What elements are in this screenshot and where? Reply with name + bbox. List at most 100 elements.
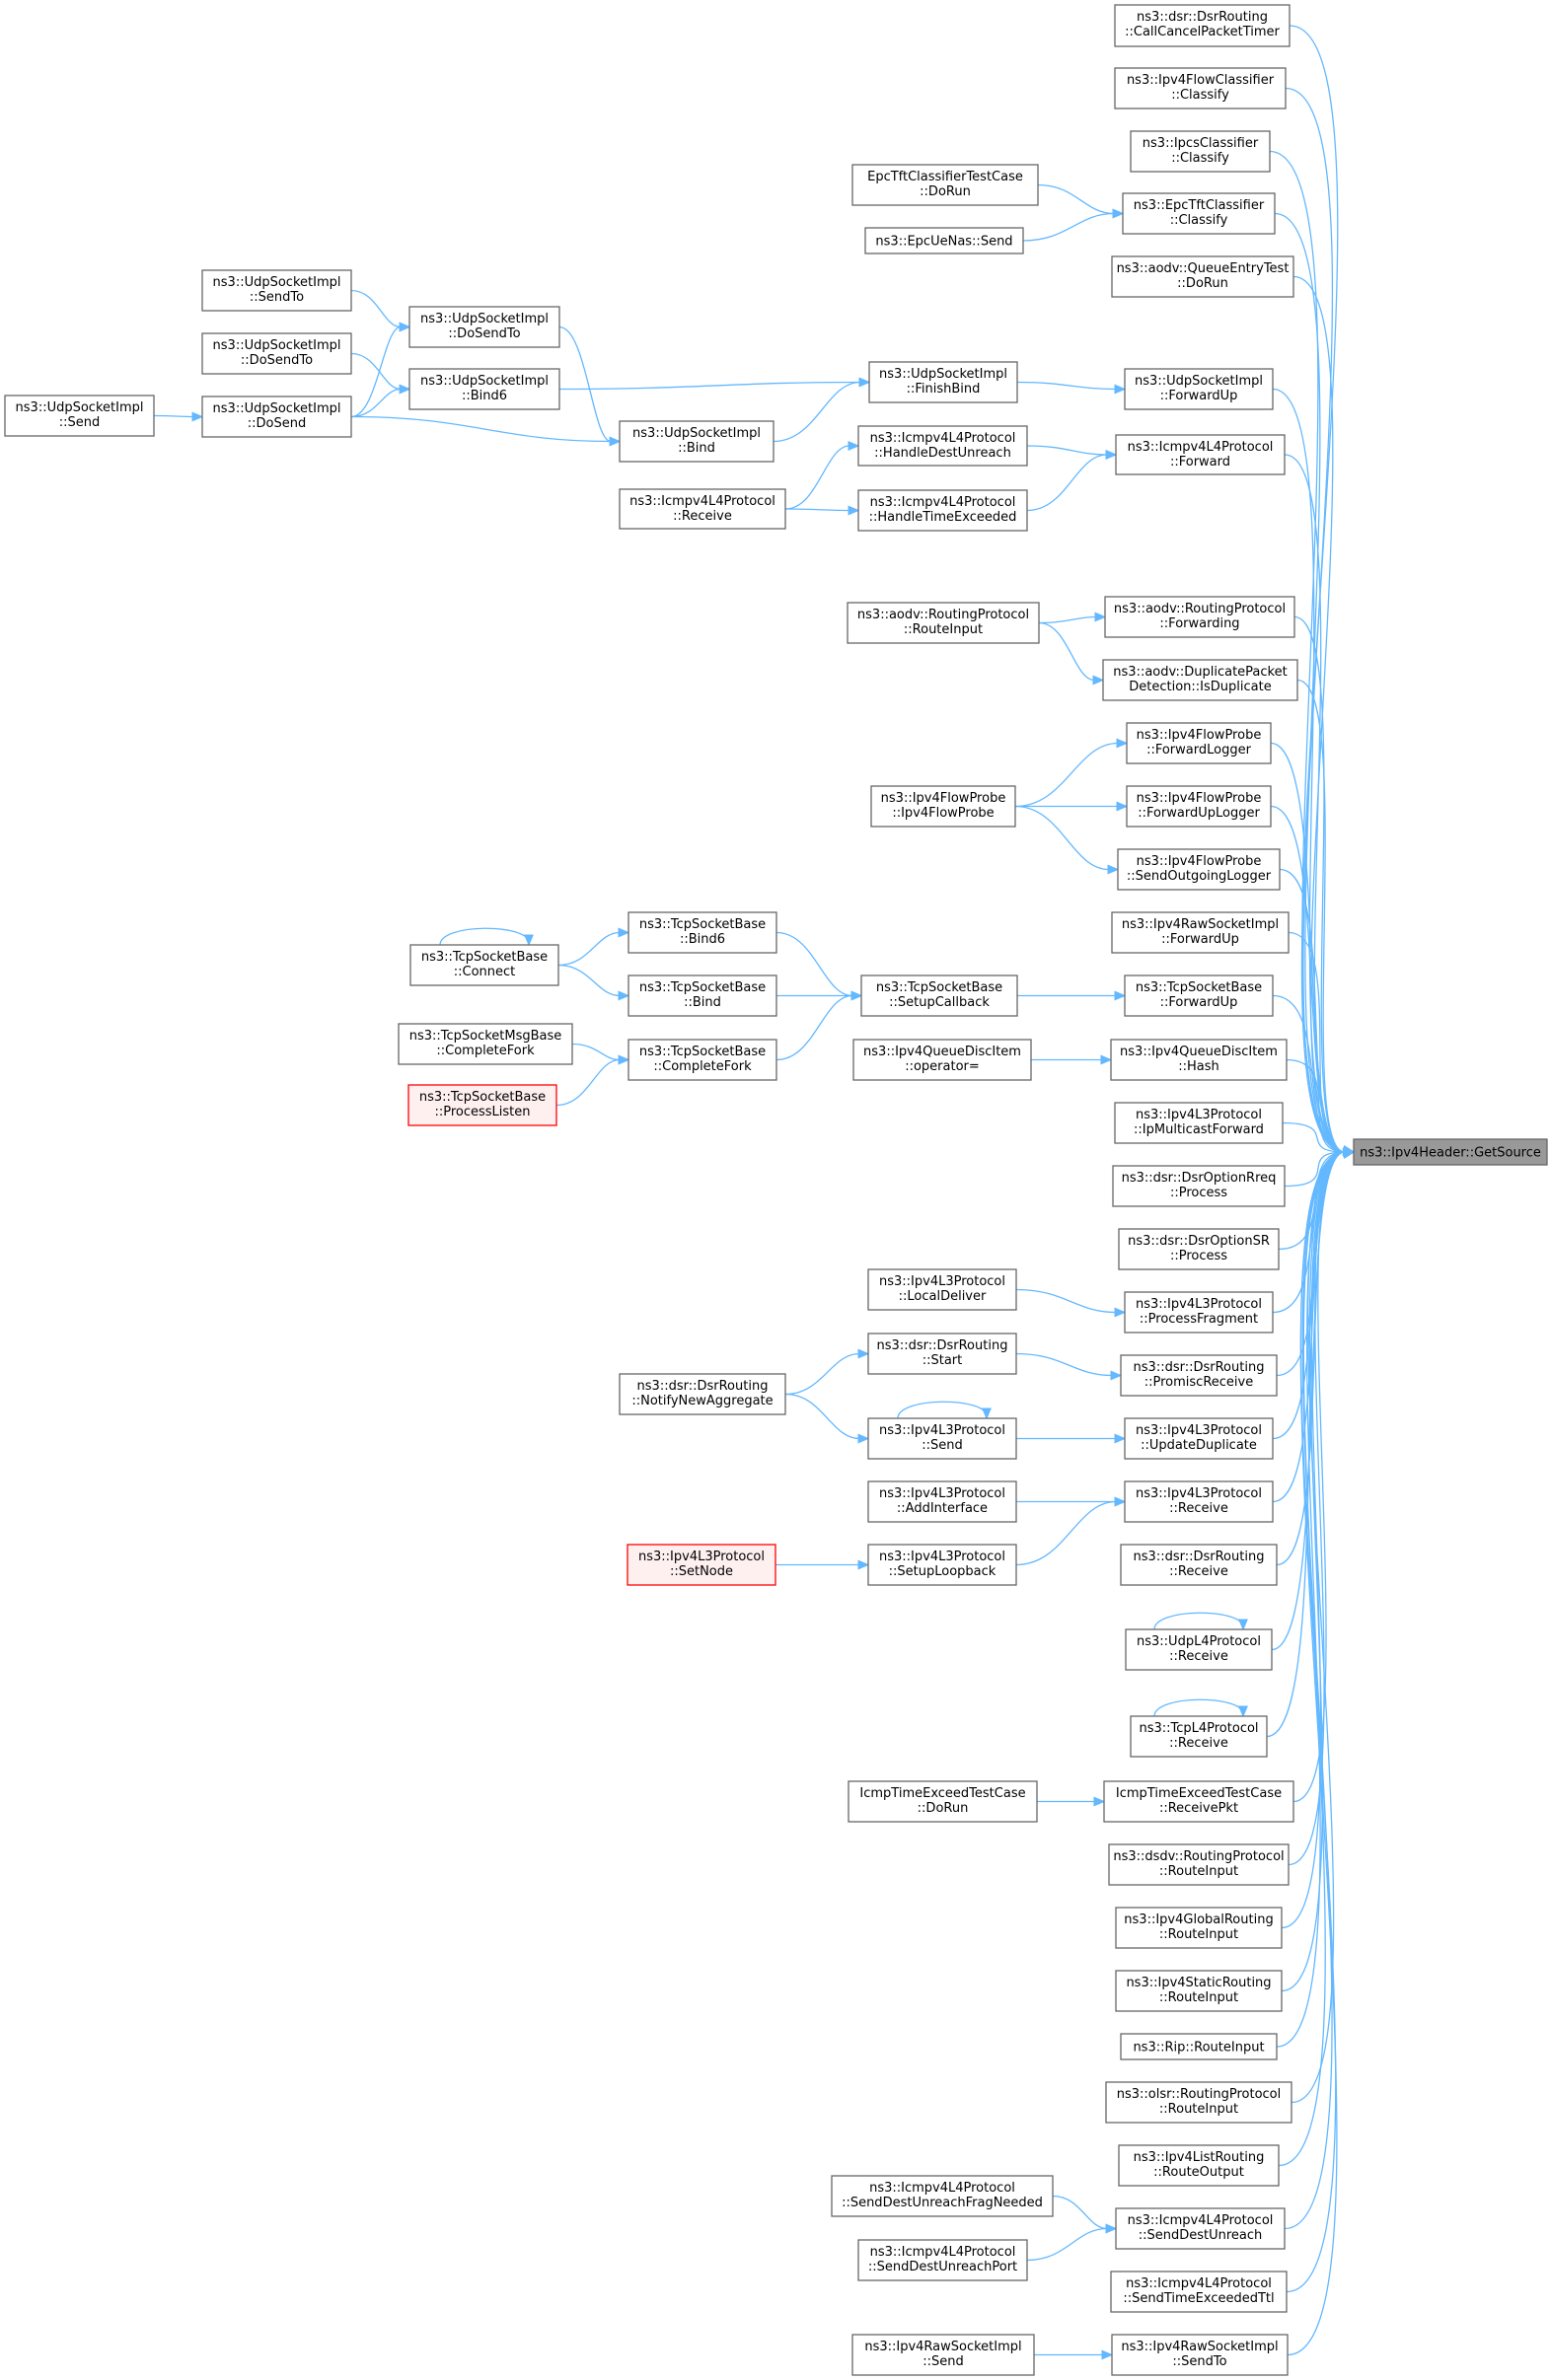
node-ipv4header-getsource[interactable]: ns3::Ipv4Header::GetSource	[1353, 1138, 1548, 1166]
node-box	[1102, 659, 1298, 701]
node-udpsocketimpl-forwardup[interactable]: ns3::UdpSocketImpl::ForwardUp	[1124, 368, 1274, 410]
node-box	[867, 1333, 1017, 1375]
node-dsr-dsroptionrreq-process[interactable]: ns3::dsr::DsrOptionRreq::Process	[1112, 1165, 1286, 1207]
node-icmptimeexceedtestcase-receivepkt[interactable]: IcmpTimeExceedTestCase::ReceivePkt	[1103, 1780, 1294, 1823]
node-aodv-routingprotocol-routeinput[interactable]: ns3::aodv::RoutingProtocol::RouteInput	[847, 602, 1040, 644]
node-tcpl4protocol-receive[interactable]: ns3::TcpL4Protocol::Receive	[1130, 1715, 1268, 1758]
node-box	[857, 425, 1028, 467]
node-ipv4rawsocketimpl-send[interactable]: ns3::Ipv4RawSocketImpl::Send	[851, 2334, 1035, 2376]
node-dsr-dsrrouting-receive[interactable]: ns3::dsr::DsrRouting::Receive	[1120, 1544, 1278, 1586]
node-label-line: ns3::aodv::DuplicatePacket	[1113, 665, 1287, 680]
node-icmpv4l4protocol-senddestunreachfragneeded[interactable]: ns3::Icmpv4L4Protocol::SendDestUnreachFr…	[831, 2175, 1054, 2217]
node-icmpv4l4protocol-forward[interactable]: ns3::Icmpv4L4Protocol::Forward	[1115, 434, 1286, 475]
node-ipv4globalrouting-routeinput[interactable]: ns3::Ipv4GlobalRouting::RouteInput	[1115, 1907, 1283, 1949]
node-ipv4queuediscitem-operator[interactable]: ns3::Ipv4QueueDiscItem::operator=	[852, 1039, 1032, 1081]
node-dsr-dsrrouting-callcancelpackettimer[interactable]: ns3::dsr::DsrRouting::CallCancelPacketTi…	[1114, 4, 1291, 47]
node-dsr-dsrrouting-start[interactable]: ns3::dsr::DsrRouting::Start	[867, 1333, 1017, 1375]
node-aodv-duplicatepacket-detection-isduplicate[interactable]: ns3::aodv::DuplicatePacketDetection::IsD…	[1102, 659, 1298, 701]
edges-layer	[153, 25, 1356, 2360]
node-box	[1110, 1039, 1288, 1081]
edge-icmp_sdufn-to-icmp_sdu	[1052, 2195, 1108, 2230]
node-udpsocketimpl-sendto[interactable]: ns3::UdpSocketImpl::SendTo	[201, 269, 352, 312]
node-label-line: ns3::aodv::RoutingProtocol	[857, 608, 1029, 622]
node-tcpsocketbase-completefork[interactable]: ns3::TcpSocketBase::CompleteFork	[627, 1039, 777, 1081]
node-ipv4flowprobe-sendoutgoinglogger[interactable]: ns3::Ipv4FlowProbe::SendOutgoingLogger	[1117, 848, 1281, 891]
node-label-line: ns3::Ipv4L3Protocol	[1136, 1486, 1262, 1501]
node-icmptimeexceedtestcase-dorun[interactable]: IcmpTimeExceedTestCase::DoRun	[848, 1780, 1038, 1823]
node-ipcsclassifier-classify[interactable]: ns3::IpcsClassifier::Classify	[1130, 130, 1271, 173]
node-dsr-dsrrouting-promiscreceive[interactable]: ns3::dsr::DsrRouting::PromiscReceive	[1120, 1354, 1278, 1397]
node-label-line: ns3::Ipv4StaticRouting	[1126, 1976, 1271, 1990]
node-aodv-routingprotocol-forwarding[interactable]: ns3::aodv::RoutingProtocol::Forwarding	[1104, 596, 1295, 638]
edge-dsr_start-to-dsr_promisc	[1015, 1352, 1113, 1377]
node-ipv4staticrouting-routeinput[interactable]: ns3::Ipv4StaticRouting::RouteInput	[1115, 1970, 1283, 2012]
node-udpl4protocol-receive[interactable]: ns3::UdpL4Protocol::Receive	[1125, 1628, 1273, 1671]
node-box	[619, 1373, 786, 1415]
node-label-line: ::UpdateDuplicate	[1141, 1438, 1257, 1453]
node-ipv4rawsocketimpl-forwardup[interactable]: ns3::Ipv4RawSocketImpl::ForwardUp	[1111, 911, 1290, 954]
node-tcpsocketbase-connect[interactable]: ns3::TcpSocketBase::Connect	[409, 944, 559, 986]
node-label-line: ::ProcessListen	[434, 1105, 530, 1119]
node-udpsocketimpl-bind6[interactable]: ns3::UdpSocketImpl::Bind6	[408, 368, 560, 410]
node-icmpv4l4protocol-receive[interactable]: ns3::Icmpv4L4Protocol::Receive	[619, 488, 786, 530]
node-icmpv4l4protocol-handletimeexceeded[interactable]: ns3::Icmpv4L4Protocol::HandleTimeExceede…	[857, 489, 1028, 532]
node-ipv4l3protocol-localdeliver[interactable]: ns3::Ipv4L3Protocol::LocalDeliver	[867, 1268, 1017, 1311]
node-box	[1126, 785, 1272, 828]
node-ipv4l3protocol-addinterface[interactable]: ns3::Ipv4L3Protocol::AddInterface	[867, 1480, 1017, 1523]
node-ipv4flowprobe-forwardlogger[interactable]: ns3::Ipv4FlowProbe::ForwardLogger	[1126, 722, 1272, 764]
node-ipv4flowprobe-forwarduplogger[interactable]: ns3::Ipv4FlowProbe::ForwardUpLogger	[1126, 785, 1272, 828]
edge-tcp_connect-to-tcp_bind6-arrow	[618, 927, 630, 938]
node-ipv4l3protocol-send[interactable]: ns3::Ipv4L3Protocol::Send	[867, 1417, 1017, 1460]
node-rip-routeinput[interactable]: ns3::Rip::RouteInput	[1120, 2033, 1278, 2060]
node-tcpsocketbase-bind6[interactable]: ns3::TcpSocketBase::Bind6	[627, 911, 777, 954]
node-tcpsocketmsgbase-completefork[interactable]: ns3::TcpSocketMsgBase::CompleteFork	[398, 1023, 573, 1065]
node-label-line: ::RouteOutput	[1153, 2165, 1244, 2180]
node-box	[1115, 2207, 1286, 2250]
edge-udp_bind6-to-udp_finishbind	[558, 381, 861, 391]
node-udpsocketimpl-finishbind[interactable]: ns3::UdpSocketImpl::FinishBind	[868, 361, 1018, 403]
node-icmpv4l4protocol-senddestunreachport[interactable]: ns3::Icmpv4L4Protocol::SendDestUnreachPo…	[857, 2239, 1028, 2281]
node-ipv4listrouting-routeoutput[interactable]: ns3::Ipv4ListRouting::RouteOutput	[1118, 2144, 1280, 2187]
node-ipv4queuediscitem-hash[interactable]: ns3::Ipv4QueueDiscItem::Hash	[1110, 1039, 1288, 1081]
node-dsr-dsroptionsr-process[interactable]: ns3::dsr::DsrOptionSR::Process	[1118, 1228, 1280, 1270]
node-box	[867, 1480, 1017, 1523]
node-box	[1110, 2271, 1288, 2313]
node-tcpsocketbase-processlisten[interactable]: ns3::TcpSocketBase::ProcessListen	[407, 1084, 557, 1126]
node-epctftclassifier-classify[interactable]: ns3::EpcTftClassifier::Classify	[1122, 192, 1276, 235]
edge-icmp_recv-to-icmp_hdu-arrow	[848, 441, 860, 451]
node-ipv4flowprobe-ipv4flowprobe[interactable]: ns3::Ipv4FlowProbe::Ipv4FlowProbe	[870, 785, 1016, 828]
node-ipv4flowclassifier-classify[interactable]: ns3::Ipv4FlowClassifier::Classify	[1114, 67, 1287, 109]
node-ipv4l3protocol-processfragment[interactable]: ns3::Ipv4L3Protocol::ProcessFragment	[1124, 1291, 1274, 1334]
node-udpsocketimpl-dosend[interactable]: ns3::UdpSocketImpl::DoSend	[201, 396, 352, 438]
edge-udp_dosend-to-udp_bind6-arrow	[399, 384, 411, 395]
node-tcpsocketbase-forwardup[interactable]: ns3::TcpSocketBase::ForwardUp	[1124, 974, 1274, 1017]
node-icmpv4l4protocol-handledestunreach[interactable]: ns3::Icmpv4L4Protocol::HandleDestUnreach	[857, 425, 1028, 467]
edge-l3_send-to-l3_send	[897, 1401, 988, 1419]
node-dsdv-routingprotocol-routeinput[interactable]: ns3::dsdv::RoutingProtocol::RouteInput	[1108, 1843, 1290, 1886]
node-icmpv4l4protocol-sendtimeexceededttl[interactable]: ns3::Icmpv4L4Protocol::SendTimeExceededT…	[1110, 2271, 1288, 2313]
node-icmpv4l4protocol-senddestunreach[interactable]: ns3::Icmpv4L4Protocol::SendDestUnreach	[1115, 2207, 1286, 2250]
node-udpsocketimpl-dosendto[interactable]: ns3::UdpSocketImpl::DoSendTo	[408, 306, 560, 348]
edge-tcpl4_recv-to-tcpl4_recv	[1153, 1698, 1244, 1717]
node-aodv-queueentrytest-dorun[interactable]: ns3::aodv::QueueEntryTest::DoRun	[1111, 255, 1294, 298]
node-tcpsocketbase-setupcallback[interactable]: ns3::TcpSocketBase::SetupCallback	[860, 974, 1018, 1017]
node-udpsocketimpl-dosendto[interactable]: ns3::UdpSocketImpl::DoSendTo	[201, 332, 352, 375]
node-epctftclassifiertestcase-dorun[interactable]: EpcTftClassifierTestCase::DoRun	[851, 164, 1039, 206]
edge-olsr_ri-to-root	[1291, 1151, 1346, 2104]
node-ipv4l3protocol-receive[interactable]: ns3::Ipv4L3Protocol::Receive	[1124, 1480, 1274, 1523]
node-label-line: ::Ipv4FlowProbe	[892, 806, 994, 821]
node-dsr-dsrrouting-notifynewaggregate[interactable]: ns3::dsr::DsrRouting::NotifyNewAggregate	[619, 1373, 786, 1415]
node-ipv4l3protocol-ipmulticastforward[interactable]: ns3::Ipv4L3Protocol::IpMulticastForward	[1114, 1102, 1284, 1144]
node-tcpsocketbase-bind[interactable]: ns3::TcpSocketBase::Bind	[627, 974, 777, 1017]
node-box	[1114, 1102, 1284, 1144]
node-epcuenas-send[interactable]: ns3::EpcUeNas::Send	[864, 227, 1024, 254]
edge-tcpmsg_cf-to-tcp_cf	[571, 1043, 621, 1061]
node-udpsocketimpl-send[interactable]: ns3::UdpSocketImpl::Send	[4, 395, 155, 437]
node-ipv4rawsocketimpl-sendto[interactable]: ns3::Ipv4RawSocketImpl::SendTo	[1111, 2334, 1289, 2376]
node-ipv4l3protocol-setnode[interactable]: ns3::Ipv4L3Protocol::SetNode	[627, 1544, 776, 1586]
node-udpsocketimpl-bind[interactable]: ns3::UdpSocketImpl::Bind	[619, 420, 775, 463]
node-label-line: ns3::Ipv4ListRouting	[1134, 2150, 1265, 2165]
node-ipv4l3protocol-setuploopback[interactable]: ns3::Ipv4L3Protocol::SetupLoopback	[867, 1544, 1017, 1586]
node-olsr-routingprotocol-routeinput[interactable]: ns3::olsr::RoutingProtocol::RouteInput	[1105, 2081, 1292, 2124]
node-ipv4l3protocol-updateduplicate[interactable]: ns3::Ipv4L3Protocol::UpdateDuplicate	[1124, 1417, 1274, 1460]
